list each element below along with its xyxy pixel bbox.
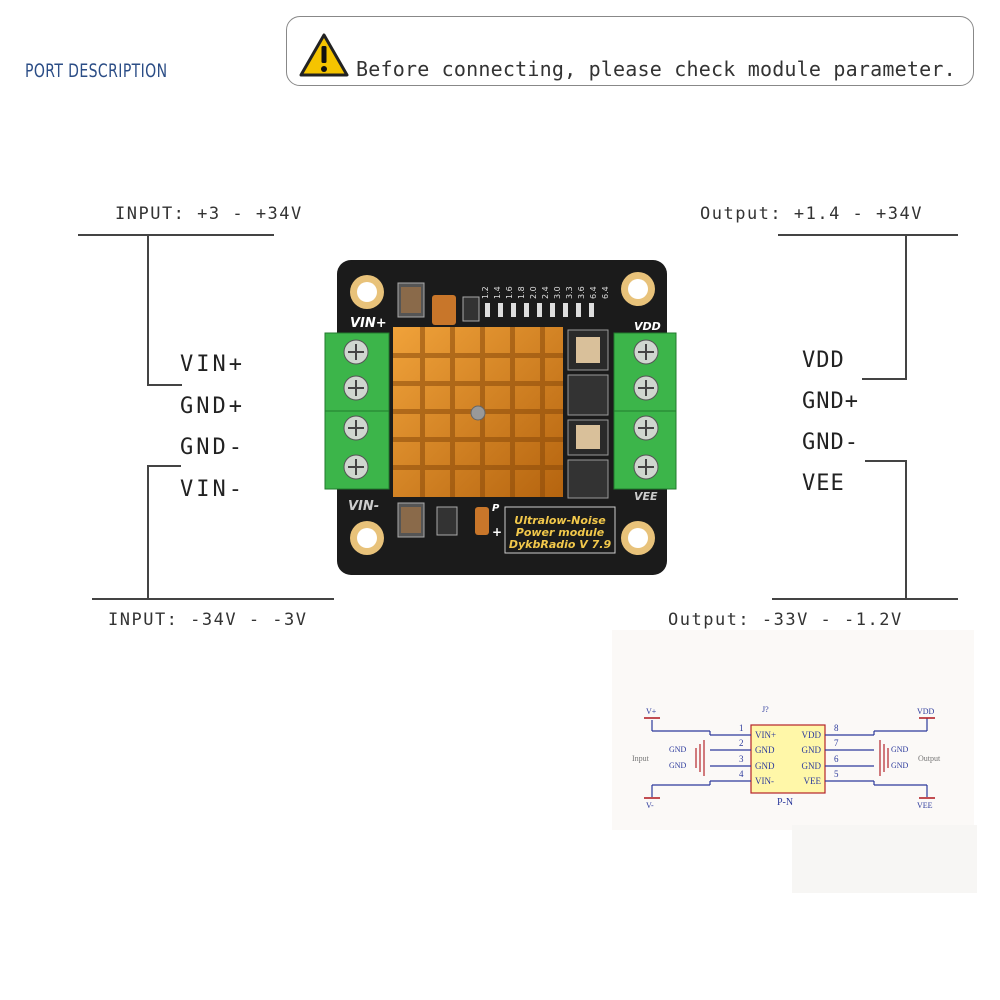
scale-label: 2.4	[541, 286, 550, 299]
power-module-board: VIN+ VIN- VDD VEE P + Ultralow-Noise Pow…	[324, 260, 677, 575]
schematic: J? P-N V+ V- VDD VEE	[612, 630, 977, 893]
right-gnd-2: GND	[891, 761, 909, 770]
chip-left-pin-label: VIN-	[755, 776, 774, 786]
chip-right-pin-label: GND	[802, 745, 822, 755]
silk-vee: VEE	[634, 490, 658, 503]
chip-ref: J?	[762, 705, 769, 714]
chip-right-pin-label: VDD	[802, 730, 822, 740]
gnd-symbols	[695, 740, 889, 776]
chip-right-pin-number: 7	[834, 738, 839, 748]
scale-label: 3.0	[553, 286, 562, 299]
scale-label: 1.6	[505, 286, 514, 299]
brand-line-3: DykbRadio V 7.9	[509, 538, 612, 551]
brand-line-2: Power module	[516, 526, 605, 539]
scale-label: 3.6	[577, 286, 586, 299]
scale-label: 6.4	[601, 286, 610, 299]
left-pin-wires	[651, 718, 928, 797]
pin-gnd-minus: GND-	[180, 435, 245, 460]
pin-vdd: VDD	[802, 348, 845, 373]
chip-right-pin-number: 8	[834, 723, 839, 733]
page-title: PORT DESCRIPTION	[25, 60, 168, 82]
output-top-connector	[905, 234, 907, 380]
input-top-connector	[147, 234, 149, 386]
mounting-holes	[350, 272, 655, 555]
chip-right-pin-label: VEE	[804, 776, 822, 786]
voltage-scale-ticks	[485, 303, 594, 317]
scale-label: 6.4	[589, 286, 598, 299]
chip-right-pin-number: 5	[834, 769, 839, 779]
scale-label: 1.2	[481, 286, 490, 299]
input-terminal-block	[324, 332, 390, 490]
chip-right-pin-number: 6	[834, 754, 839, 764]
pin-out-gnd-minus: GND-	[802, 430, 859, 455]
pin-gnd-plus: GND+	[180, 394, 245, 419]
scale-label: 1.8	[517, 286, 526, 299]
output-bottom-pin-connector	[865, 460, 907, 462]
chip-left-pin-label: VIN+	[755, 730, 776, 740]
chip-part: P-N	[777, 797, 793, 808]
scale-label: 3.3	[565, 286, 574, 299]
label-vplus: V+	[646, 707, 657, 716]
silk-vin-minus: VIN-	[348, 499, 379, 514]
brand-line-1: Ultralow-Noise	[514, 514, 606, 527]
chip-left-pin-label: GND	[755, 745, 775, 755]
label-vdd: VDD	[917, 707, 935, 716]
input-negative-range: INPUT: -34V - -3V	[108, 610, 308, 630]
smd-components-bottom	[397, 502, 616, 554]
input-bottom-connector	[147, 465, 149, 599]
chip-left-pin-number: 4	[739, 769, 744, 779]
output-bottom-line	[772, 598, 958, 600]
chip-left-pin-number: 3	[739, 754, 744, 764]
schematic-bg-lower	[792, 825, 977, 893]
silk-plus: +	[492, 525, 502, 539]
power-symbols	[644, 717, 935, 799]
output-top-pin-connector	[862, 378, 907, 380]
scale-label: 2.0	[529, 286, 538, 299]
silk-vin-plus: VIN+	[350, 316, 387, 331]
smd-components-top	[397, 282, 480, 325]
left-gnd-2: GND	[669, 761, 687, 770]
chip-left-pin-label: GND	[755, 761, 775, 771]
output-positive-range: Output: +1.4 - +34V	[700, 204, 923, 224]
pin-vin-minus: VIN-	[180, 477, 245, 502]
label-vminus: V-	[646, 801, 654, 810]
silkscreen: VIN+ VIN- VDD VEE P + Ultralow-Noise Pow…	[348, 316, 661, 551]
left-gnd-1: GND	[669, 745, 687, 754]
regulators	[567, 329, 609, 499]
output-bottom-connector	[905, 460, 907, 600]
notice-text: Before connecting, please check module p…	[356, 57, 956, 81]
output-top-line	[778, 234, 958, 236]
label-vee: VEE	[917, 801, 933, 810]
label-output: Output	[918, 754, 941, 763]
chip-body	[750, 724, 826, 794]
label-input: Input	[632, 754, 650, 763]
input-bottom-line	[92, 598, 334, 600]
chip-pin-labels: VIN+ GND GND VIN- VDD GND GND VEE 1 2 3 4 8 7 6 5	[739, 723, 839, 786]
chip-left-pin-number: 2	[739, 738, 744, 748]
input-positive-range: INPUT: +3 - +34V	[115, 204, 303, 224]
right-gnd-1: GND	[891, 745, 909, 754]
scale-label: 1.4	[493, 286, 502, 299]
notice-box	[286, 16, 974, 86]
silk-p: P	[492, 503, 500, 514]
pin-vin-plus: VIN+	[180, 352, 245, 377]
output-terminal-block	[613, 332, 677, 490]
chip-right-pin-label: GND	[802, 761, 822, 771]
warning-triangle-icon	[299, 33, 349, 77]
pin-out-gnd-plus: GND+	[802, 389, 859, 414]
input-top-line	[78, 234, 274, 236]
input-bottom-pin-connector	[147, 465, 181, 467]
chip-left-pin-number: 1	[739, 723, 744, 733]
silk-vdd: VDD	[634, 320, 661, 333]
output-negative-range: Output: -33V - -1.2V	[668, 610, 903, 630]
pin-vee: VEE	[802, 471, 845, 496]
input-top-pin-connector	[147, 384, 182, 386]
heatsink	[393, 327, 563, 497]
